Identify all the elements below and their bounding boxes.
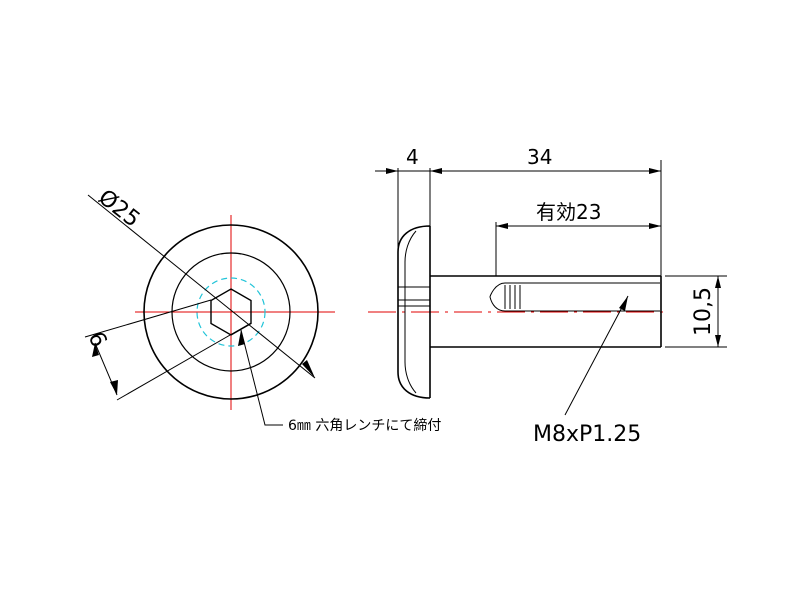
- wrench-note-arrow: [238, 330, 245, 346]
- shank-diameter-label: 10,5: [691, 287, 716, 336]
- effective-thread-label: 有効23: [536, 200, 601, 224]
- wrench-note: 6㎜ 六角レンチにて締付: [288, 417, 441, 434]
- diameter-arrow-head: [302, 360, 315, 378]
- thread-spec-arrow: [619, 296, 628, 311]
- hex-extension-lower: [116, 322, 252, 401]
- diameter-leader-line: [87, 194, 316, 379]
- head-inner-circle: [171, 252, 291, 372]
- side-view: 4 34 有効23 10,5 M8xP1.25: [368, 145, 727, 447]
- thread-bore: [489, 282, 660, 312]
- thread-spec-leader: [564, 295, 629, 416]
- head-profile: [397, 225, 431, 399]
- head-thickness-label: 4: [406, 145, 419, 169]
- thread-hidden-circle: [196, 277, 266, 347]
- dim-23-arrow-left: [496, 223, 508, 229]
- dim-10-5-arrow-bottom: [715, 335, 721, 347]
- front-view: Ø25 6 6㎜ 六角レンチにて締付: [83, 185, 442, 434]
- wrench-note-leader: [240, 329, 283, 426]
- dim-34-arrow-right: [649, 168, 661, 174]
- dim-23-arrow-right: [649, 223, 661, 229]
- diameter-label: Ø25: [93, 185, 144, 233]
- hex-dim-arrow-bottom: [110, 380, 118, 395]
- dim-10-5-arrow-top: [715, 276, 721, 288]
- thread-spec-label: M8xP1.25: [533, 422, 641, 447]
- hex-extension-upper: [84, 299, 212, 338]
- total-length-label: 34: [527, 145, 552, 169]
- head-outer-circle: [143, 224, 319, 400]
- head-face-line: [404, 230, 417, 394]
- hex-dim-arrow-top: [92, 343, 99, 357]
- dim-4-arrow-left: [386, 168, 398, 174]
